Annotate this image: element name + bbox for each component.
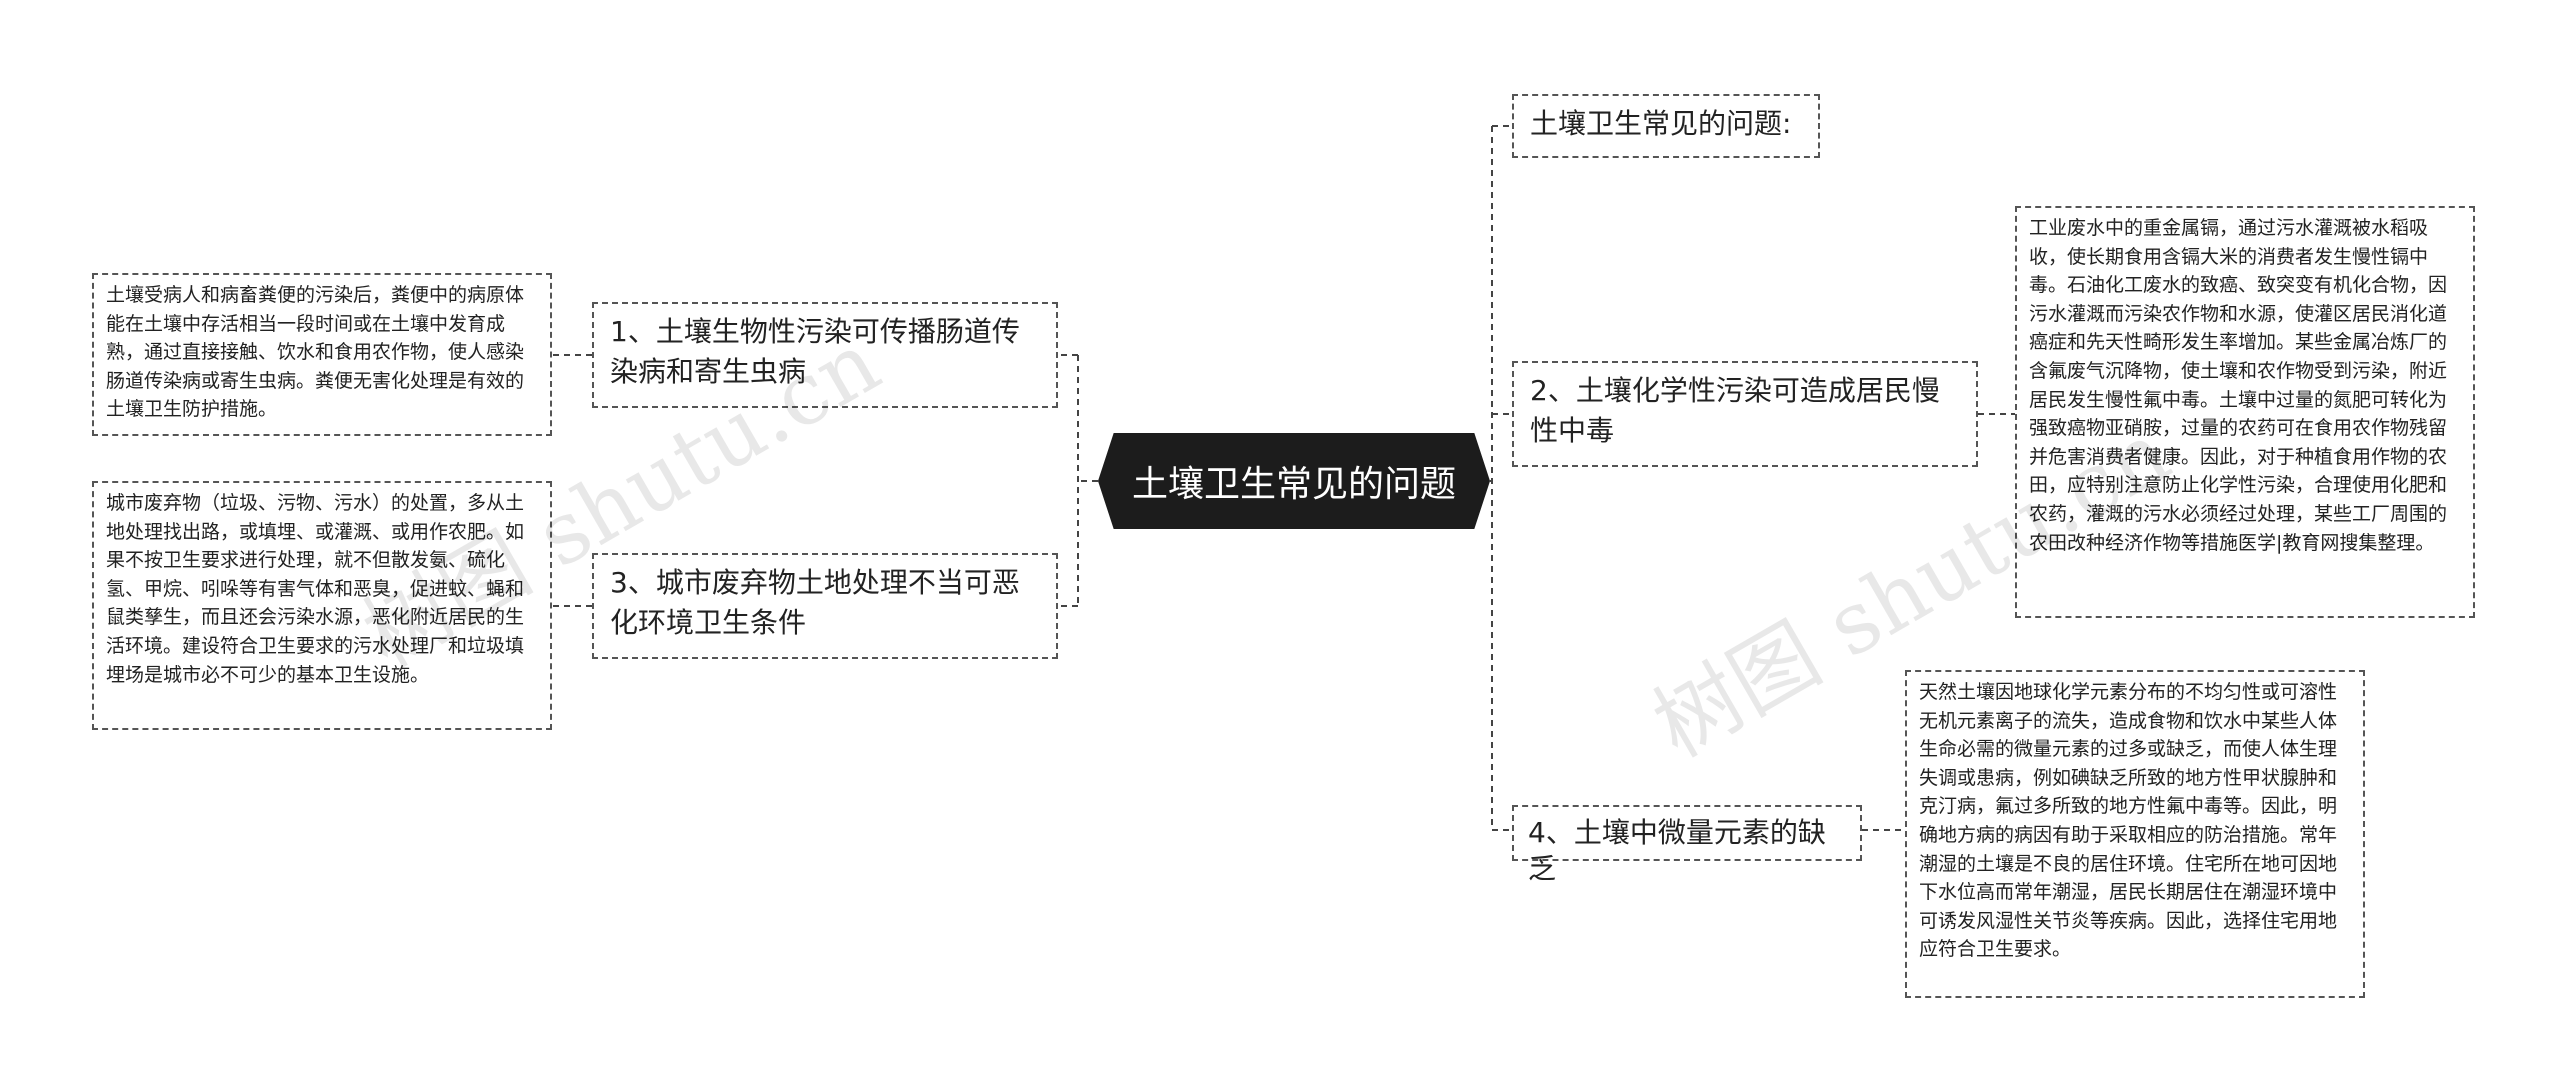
branch-trace-elements[interactable]: 4、土壤中微量元素的缺乏 [1512, 805, 1862, 885]
leaf-text: 土壤受病人和病畜粪便的污染后，粪便中的病原体能在土壤中存活相当一段时间或在土壤中… [106, 284, 525, 421]
leaf-chemical-detail[interactable]: 工业废水中的重金属镉，通过污水灌溉被水稻吸收，使长期食用含镉大米的消费者发生慢性… [2015, 206, 2475, 618]
leaf-urban-waste-detail[interactable]: 城市废弃物（垃圾、污物、污水）的处置，多从土地处理找出路，或填埋、或灌溉、或用作… [92, 481, 552, 730]
branch-biological-pollution[interactable]: 1、土壤生物性污染可传播肠道传染病和寄生虫病 [592, 302, 1058, 408]
branch-urban-waste[interactable]: 3、城市废弃物土地处理不当可恶化环境卫生条件 [592, 553, 1058, 659]
branch-label: 土壤卫生常见的问题: [1530, 107, 1792, 140]
branch-label: 3、城市废弃物土地处理不当可恶化环境卫生条件 [610, 566, 1020, 639]
leaf-text: 城市废弃物（垃圾、污物、污水）的处置，多从土地处理找出路，或填埋、或灌溉、或用作… [106, 492, 525, 686]
branch-label: 1、土壤生物性污染可传播肠道传染病和寄生虫病 [610, 315, 1020, 388]
central-topic-label: 土壤卫生常见的问题 [1131, 464, 1456, 505]
central-topic[interactable]: 土壤卫生常见的问题 [1098, 433, 1490, 529]
branch-common-problems[interactable]: 土壤卫生常见的问题: [1512, 94, 1820, 158]
branch-label: 4、土壤中微量元素的缺乏 [1528, 816, 1826, 885]
leaf-trace-elements-detail[interactable]: 天然土壤因地球化学元素分布的不均匀性或可溶性无机元素离子的流失，造成食物和饮水中… [1905, 670, 2365, 998]
leaf-biological-detail[interactable]: 土壤受病人和病畜粪便的污染后，粪便中的病原体能在土壤中存活相当一段时间或在土壤中… [92, 273, 552, 436]
leaf-text: 天然土壤因地球化学元素分布的不均匀性或可溶性无机元素离子的流失，造成食物和饮水中… [1919, 681, 2338, 961]
leaf-text: 工业废水中的重金属镉，通过污水灌溉被水稻吸收，使长期食用含镉大米的消费者发生慢性… [2029, 217, 2448, 554]
branch-label: 2、土壤化学性污染可造成居民慢性中毒 [1530, 374, 1940, 447]
branch-chemical-pollution[interactable]: 2、土壤化学性污染可造成居民慢性中毒 [1512, 361, 1978, 467]
